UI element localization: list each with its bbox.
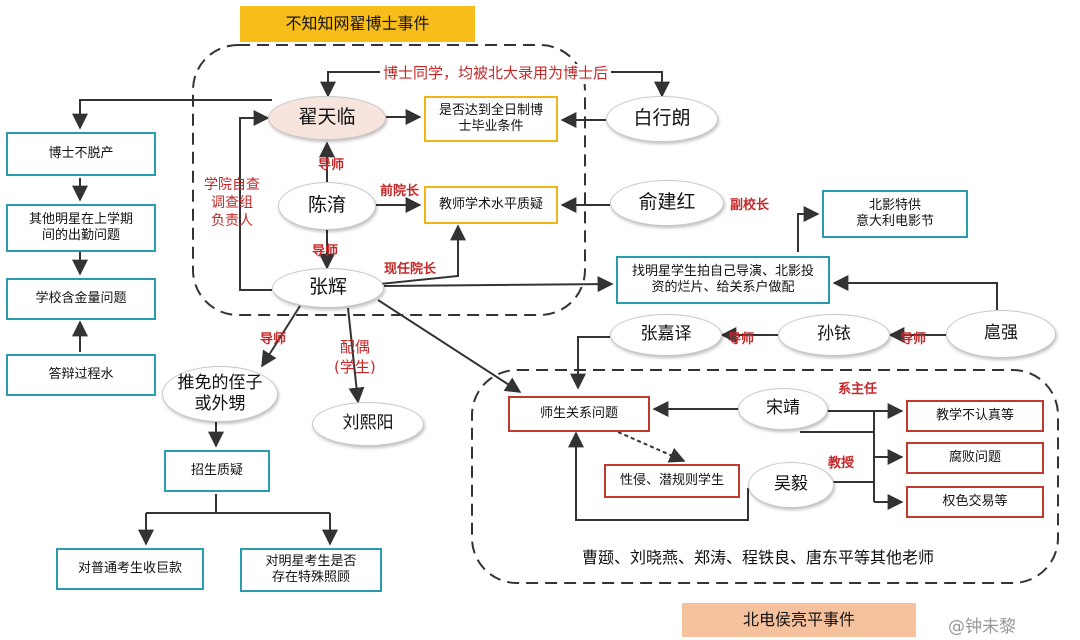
node-wu-yi: 吴毅 [748, 462, 834, 508]
label-phd-classmates: 博士同学，均被北大录用为博士后 [380, 64, 612, 84]
star-to-festival-arrow [797, 206, 820, 252]
zhang-to-relative-arrow [261, 305, 301, 368]
watermark: @钟未黎 [948, 617, 1016, 637]
label-professor: 教授 [828, 456, 855, 471]
node-bai-xinglang: 白行朗 [606, 96, 718, 142]
label-advisor-zhang-relative: 导师 [260, 332, 287, 347]
wu-to-teacher-student-loop [568, 431, 749, 521]
jie-to-star-arrow [832, 275, 998, 310]
zhang-to-zhai-loop [239, 110, 272, 291]
node-zhang-hui: 张辉 [272, 268, 384, 308]
box-film-festival: 北影特供 意大利电影节 [822, 190, 968, 238]
label-advisor-jie-sun: 导师 [900, 332, 927, 347]
box-corruption: 腐败问题 [906, 442, 1044, 474]
node-zhang-jiayi: 张嘉译 [610, 314, 722, 356]
zhang-to-teacher-quality-arrow [379, 224, 466, 285]
box-harassment: 性侵、潜规则学生 [604, 464, 740, 498]
box-fulltime-criteria: 是否达到全日制博 士毕业条件 [424, 96, 558, 142]
box-teacher-student: 师生关系问题 [508, 396, 650, 432]
label-former-dean: 前院长 [380, 184, 420, 199]
node-recommended-relative: 推免的侄子 或外甥 [162, 366, 278, 422]
box-huge-fees: 对普通考生收巨款 [56, 548, 204, 590]
box-power-sex: 权色交易等 [906, 486, 1044, 518]
banner-zhai-event: 不知知网翟博士事件 [240, 6, 475, 42]
box-teacher-quality: 教师学术水平质疑 [424, 186, 558, 224]
zhai-to-notoffjob-line [72, 99, 272, 130]
zhang-jiayi-to-teacher-student-arrow [570, 336, 610, 390]
teacher-student-to-harassment-arrow [617, 431, 686, 463]
box-admission-doubt: 招生质疑 [164, 450, 270, 492]
label-vice-president: 副校长 [730, 198, 770, 213]
box-careless-teaching: 教学不认真等 [906, 400, 1044, 432]
zhang-to-liu-arrow [347, 307, 365, 404]
box-phd-not-offjob: 博士不脱产 [6, 132, 156, 176]
node-sun-yi: 孙铱 [778, 314, 890, 356]
box-defense-water: 答辩过程水 [6, 354, 156, 396]
node-zhai-tianlin: 翟天临 [268, 96, 386, 140]
beidian-event-region [471, 369, 1059, 584]
node-song-jing: 宋靖 [738, 388, 828, 430]
label-investigation-lead: 学院自查 调查组 负责人 [204, 177, 260, 230]
other-teachers-note: 曹颋、刘晓燕、郑涛、程铁良、唐东平等其他老师 [582, 548, 935, 567]
label-advisor-sun-zhangjiayi: 导师 [728, 332, 755, 347]
banner-beidian-event: 北电侯亮平事件 [682, 603, 916, 637]
admission-split-line [146, 494, 330, 514]
node-yu-jianhong: 俞建红 [610, 180, 724, 226]
node-chen-kun: 陈淯 [278, 182, 376, 230]
node-liu-xiyang: 刘熙阳 [312, 402, 424, 446]
box-special-care: 对明星考生是否 存在特殊照顾 [240, 548, 382, 592]
box-star-students: 找明星学生拍自己导演、北影投 资的烂片、给关系户做配 [616, 256, 830, 304]
box-school-quality: 学校含金量问题 [6, 278, 156, 320]
zhang-to-star-students-arrow [383, 276, 614, 293]
node-jie-qiang: 扈强 [946, 310, 1056, 358]
zhai-event-region [192, 44, 586, 316]
label-spouse: 配偶 (学生) [334, 338, 376, 376]
label-advisor-chen-zhang: 导师 [312, 244, 339, 259]
label-dept-head: 系主任 [838, 382, 878, 397]
label-current-dean: 现任院长 [384, 262, 437, 277]
zhang-to-teacher-student-arrow [377, 299, 522, 393]
label-advisor-chen-zhai: 导师 [318, 158, 345, 173]
song-wu-branch-line [800, 411, 875, 502]
box-attendance: 其他明星在上学期 间的出勤问题 [6, 204, 156, 252]
